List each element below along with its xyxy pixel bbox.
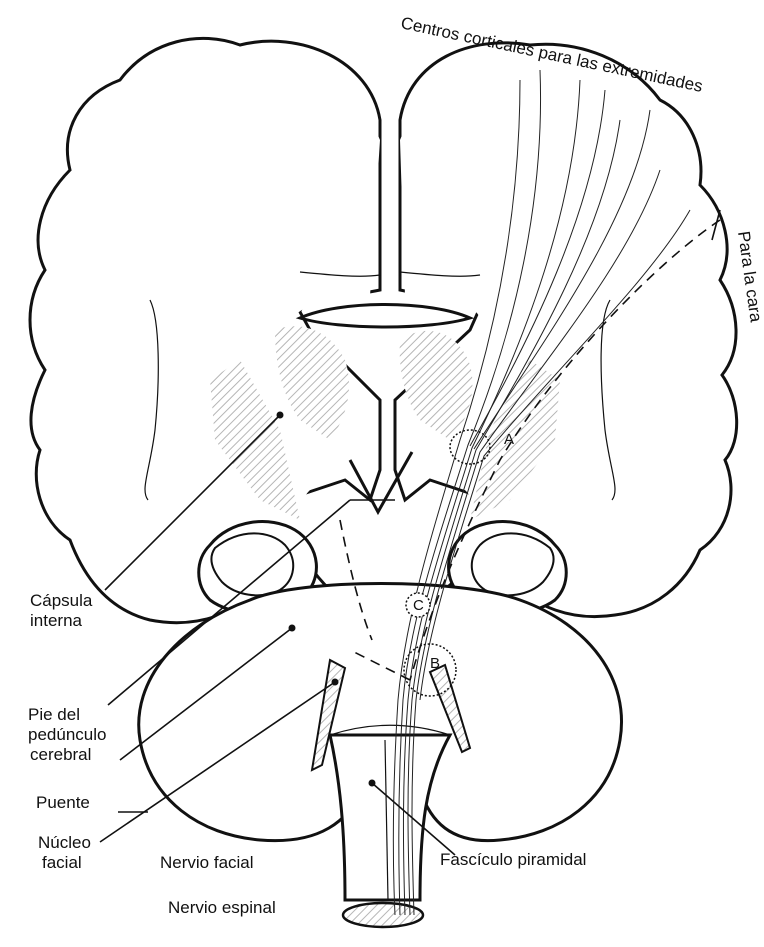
label-cerebral-peduncle-line2: pedúnculo [28,725,106,744]
marker-c: C [413,597,424,614]
spinal-cord-section [343,903,423,927]
label-facial-nucleus-line2: facial [42,853,82,872]
label-pons: Puente [36,793,90,812]
label-facial-nerve: Nervio facial [160,853,254,872]
marker-b: B [430,655,440,672]
label-pyramidal-tract: Fascículo piramidal [440,850,586,869]
marker-a: A [504,431,514,448]
label-cerebral-peduncle-line3: cerebral [30,745,91,764]
label-for-face: Para la cara [734,230,764,324]
pons-region [139,584,622,928]
label-facial-nucleus-line1: Núcleo [38,833,91,852]
medulla [330,735,450,900]
label-internal-capsule-line2: interna [30,611,83,630]
corpus-callosum [300,305,470,328]
left-hemisphere [30,38,380,622]
label-internal-capsule-line1: Cápsula [30,591,93,610]
label-spinal-nerve: Nervio espinal [168,898,276,917]
label-cerebral-peduncle-line1: Pie del [28,705,80,724]
